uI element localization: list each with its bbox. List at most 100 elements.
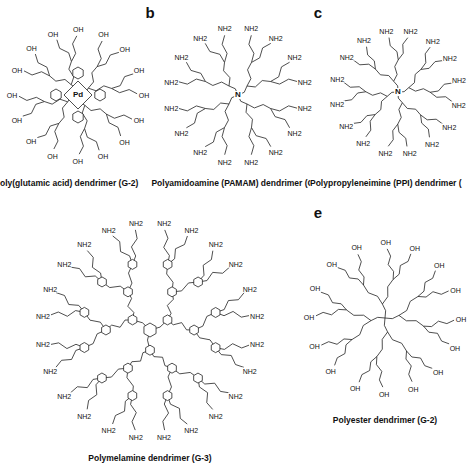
end-group-label: OH	[133, 66, 146, 73]
bond-line	[344, 82, 366, 92]
bond-line	[164, 230, 170, 264]
bond-line	[247, 104, 271, 109]
end-group-label: NH2	[56, 261, 72, 268]
bond-line	[367, 47, 376, 69]
end-group-label: NH2	[76, 241, 92, 248]
ring-symbol	[128, 315, 137, 325]
ring-symbol	[124, 363, 133, 373]
bond-line	[407, 351, 433, 368]
end-group-label: OH	[449, 344, 462, 351]
bond-line	[388, 332, 407, 351]
bond-line	[424, 320, 455, 326]
bond-line	[247, 81, 271, 87]
bond-line	[85, 129, 100, 151]
end-group-label: NH2	[156, 219, 172, 226]
bond-line	[186, 108, 205, 127]
bond-line	[387, 249, 393, 280]
bond-line	[358, 254, 364, 285]
bond-line	[113, 396, 133, 424]
ring-symbol	[73, 67, 83, 79]
end-group-label: NH2	[183, 426, 199, 433]
end-group-label: OH	[324, 368, 337, 375]
ring-symbol	[168, 287, 177, 297]
bond-line	[398, 38, 408, 60]
bond-line	[394, 60, 399, 81]
end-group-label: NH2	[451, 101, 467, 108]
bond-line	[409, 88, 430, 93]
bond-line	[388, 124, 398, 146]
bond-line	[398, 103, 403, 124]
end-group-label: NH2	[403, 28, 419, 35]
end-group-label: OH	[6, 91, 19, 98]
bond-line	[338, 268, 364, 285]
ring-symbol	[423, 326, 424, 327]
bond-line	[186, 62, 205, 81]
end-group-label: OH	[303, 314, 316, 321]
caption-text: Polyamidoamine (PAMAM) dendrimer (G-2)	[151, 179, 324, 188]
ring-symbol	[163, 259, 172, 269]
end-group-label: NH2	[338, 123, 354, 130]
bond-line	[37, 123, 59, 137]
bond-line	[50, 311, 84, 317]
end-group-label: NH2	[217, 25, 233, 32]
end-group-label: NH2	[163, 78, 179, 85]
bond-line	[375, 69, 393, 81]
end-group-label: NH2	[208, 412, 224, 419]
end-group-label: OH	[407, 385, 420, 392]
bond-line	[112, 88, 138, 93]
ring-symbol	[80, 307, 89, 317]
bond-line	[424, 326, 450, 344]
bond-line	[335, 340, 352, 366]
bond-line	[88, 67, 97, 89]
ring-symbol	[211, 307, 220, 317]
bond-line	[375, 96, 387, 114]
bond-line	[85, 105, 107, 114]
end-group-label: OH	[25, 138, 38, 145]
bond-line	[385, 315, 399, 318]
end-group-label: NH2	[128, 219, 144, 226]
end-group-label: NH2	[287, 129, 303, 136]
end-group-label: NH2	[451, 77, 467, 84]
bond-line	[57, 40, 72, 62]
end-group-label: OH	[378, 390, 391, 397]
bond-line	[398, 124, 407, 146]
bond-line	[112, 74, 134, 89]
ring-symbol	[346, 309, 347, 310]
end-group-label: NH2	[192, 35, 208, 42]
end-group-label: OH	[72, 26, 85, 33]
end-group-label: OH	[25, 45, 38, 52]
bond-line	[384, 318, 387, 332]
bond-line	[113, 236, 133, 264]
end-group-label: NH2	[268, 35, 284, 42]
bond-line	[418, 271, 435, 297]
bond-line	[344, 92, 366, 101]
ring-symbol	[128, 259, 137, 269]
end-group-label: NH2	[378, 28, 394, 35]
ring-symbol	[417, 296, 418, 297]
end-group-label: NH2	[355, 140, 371, 147]
bond-line	[54, 123, 59, 149]
caption-text: Polypropyleneimine (PPI) dendrimer (	[310, 179, 462, 188]
bond-line	[251, 43, 270, 62]
bond-line	[321, 292, 347, 310]
end-group-label: NH2	[192, 148, 208, 155]
bond-line	[225, 104, 230, 128]
bond-line	[97, 52, 119, 66]
bond-line	[247, 62, 252, 86]
end-group-label: OH	[349, 384, 362, 391]
end-group-label: OH	[72, 157, 85, 164]
end-group-label: NH2	[249, 341, 265, 348]
core-atom-label: Pd	[72, 91, 84, 99]
end-group-label: NH2	[441, 123, 457, 130]
bond-line	[376, 357, 382, 388]
end-group-label: NH2	[101, 227, 117, 234]
end-group-label: NH2	[424, 140, 440, 147]
end-group-label: NH2	[173, 54, 189, 61]
bond-line	[399, 315, 424, 326]
bond-line	[168, 396, 188, 424]
end-group-label: NH2	[42, 285, 58, 292]
bond-line	[409, 69, 421, 87]
ring-symbol	[163, 391, 172, 401]
